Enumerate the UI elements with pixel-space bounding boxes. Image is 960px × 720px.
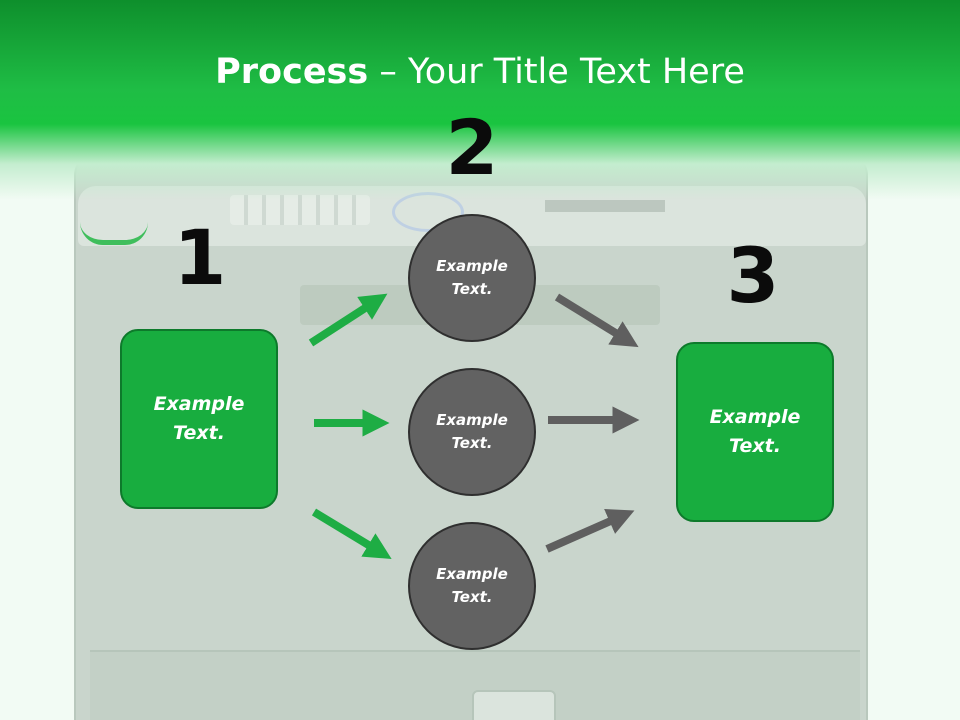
arrow-green-up	[308, 293, 388, 347]
background-green-accent	[80, 222, 148, 245]
step-2-circle-bottom: Example Text.	[408, 522, 536, 650]
step-1-text: Example Text.	[153, 393, 245, 444]
background-keypad	[230, 195, 370, 225]
arrow-gray-down	[554, 293, 639, 348]
step-2-circle-top: Example Text.	[408, 214, 536, 342]
step-2-circle-top-text: Example Text.	[436, 257, 508, 298]
background-display	[545, 200, 665, 212]
step-2-circle-bottom-text: Example Text.	[436, 565, 508, 606]
step-1-box: Example Text.	[120, 329, 278, 509]
slide-title: Process – Your Title Text Here	[0, 52, 960, 92]
header-band	[0, 0, 960, 200]
step-3-box: Example Text.	[676, 342, 834, 522]
step-3-text: Example Text.	[709, 406, 801, 457]
arrow-green-down	[311, 508, 392, 560]
title-rest: – Your Title Text Here	[368, 52, 745, 92]
step-number-2: 2	[445, 103, 499, 192]
step-2-circle-middle: Example Text.	[408, 368, 536, 496]
title-bold: Process	[215, 52, 369, 92]
step-number-1: 1	[173, 213, 227, 302]
step-2-circle-middle-text: Example Text.	[436, 411, 508, 452]
background-tray-handle	[472, 690, 556, 720]
step-number-3: 3	[726, 231, 780, 320]
arrow-gray-up	[545, 509, 635, 553]
